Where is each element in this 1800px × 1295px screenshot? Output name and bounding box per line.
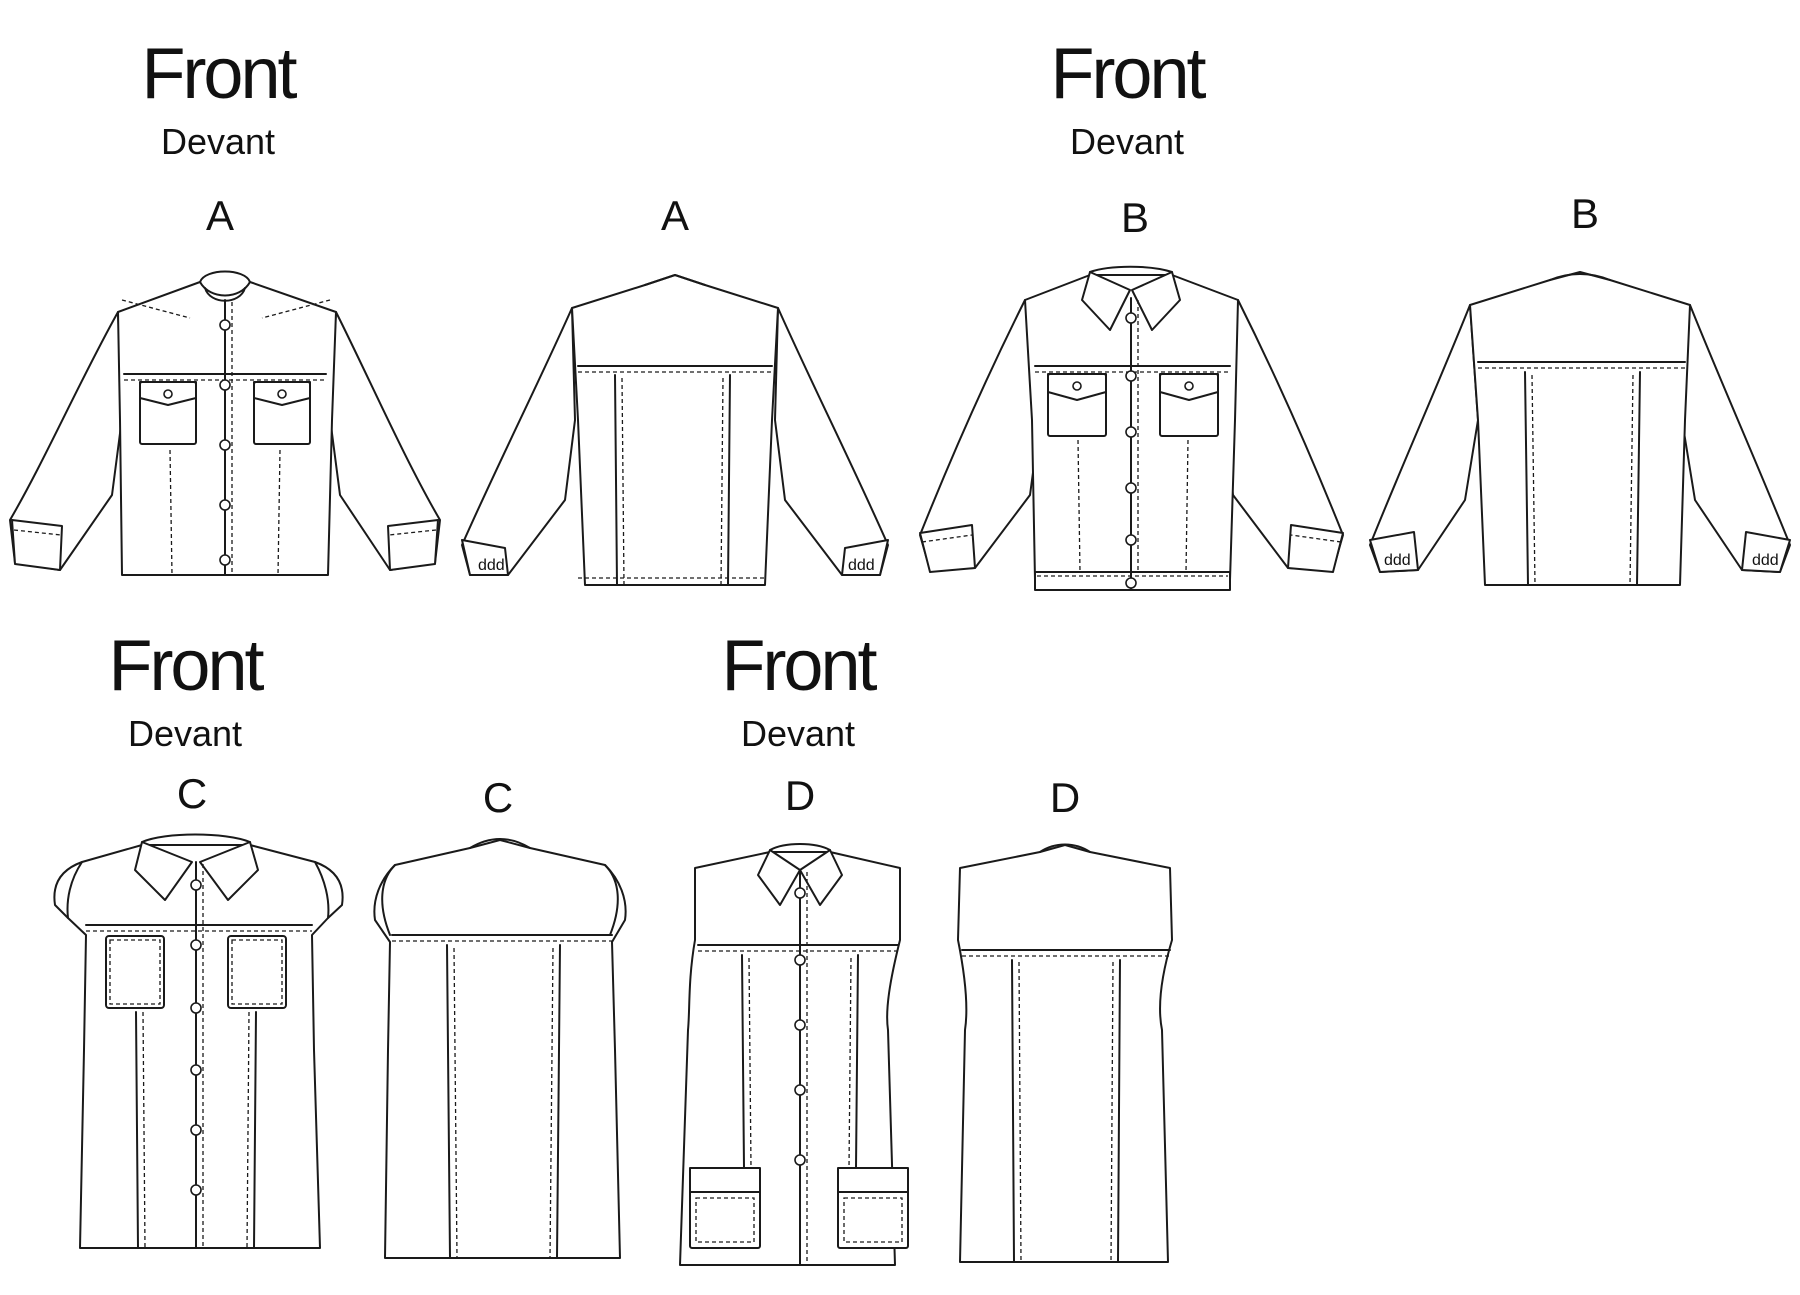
front-label: Front — [721, 626, 877, 706]
vest-d-front — [679, 843, 909, 1266]
cuff-button-mark: ddd — [478, 557, 505, 574]
view-letter: C — [483, 774, 513, 821]
jacket-b-front — [919, 265, 1344, 591]
vest-c-back — [373, 838, 627, 1259]
caption-b-front: Front Devant B — [1050, 34, 1209, 241]
vest-d-back — [957, 843, 1173, 1263]
caption-a-front: Front Devant A — [141, 34, 300, 239]
view-letter: D — [785, 772, 815, 819]
caption-d-front: Front Devant D — [721, 626, 880, 819]
view-letter: A — [206, 192, 234, 239]
devant-label: Devant — [128, 713, 242, 754]
jacket-a-front — [9, 270, 441, 576]
cuff-button-mark: ddd — [1752, 552, 1779, 569]
caption-c-front: Front Devant C — [108, 626, 267, 817]
jacket-a-back: ddd ddd — [461, 274, 889, 586]
devant-label: Devant — [1070, 121, 1184, 162]
front-label: Front — [108, 626, 264, 706]
view-letter: B — [1571, 190, 1599, 237]
view-letter: A — [661, 192, 689, 239]
front-label: Front — [141, 34, 297, 114]
view-letter: D — [1050, 774, 1080, 821]
cuff-button-mark: ddd — [848, 557, 875, 574]
devant-label: Devant — [161, 121, 275, 162]
cuff-button-mark: ddd — [1384, 552, 1411, 569]
front-label: Front — [1050, 34, 1206, 114]
vest-c-front — [53, 833, 344, 1249]
devant-label: Devant — [741, 713, 855, 754]
view-letter: B — [1121, 194, 1149, 241]
jacket-b-back: ddd ddd — [1369, 271, 1791, 586]
view-letter: C — [177, 770, 207, 817]
